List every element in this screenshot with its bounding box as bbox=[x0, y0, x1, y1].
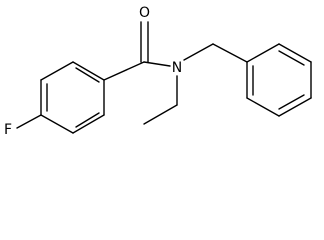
benzyl-phenyl-ring bbox=[246, 43, 312, 117]
aryl-carbonyl-bond bbox=[103, 61, 145, 81]
carbonyl-double-bond bbox=[140, 21, 149, 63]
ethyl-group bbox=[143, 75, 178, 125]
chemical-structure-diagram: O N F bbox=[4, 5, 312, 138]
oxygen-atom-label: O bbox=[139, 5, 150, 21]
carbon-fluorine-bond bbox=[16, 114, 42, 129]
amide-bond bbox=[143, 61, 171, 67]
nitrogen-atom-label: N bbox=[172, 60, 182, 76]
fluorine-atom-label: F bbox=[4, 122, 12, 138]
fluorophenyl-ring bbox=[40, 61, 105, 134]
nitrogen-benzyl-bond bbox=[183, 43, 248, 63]
